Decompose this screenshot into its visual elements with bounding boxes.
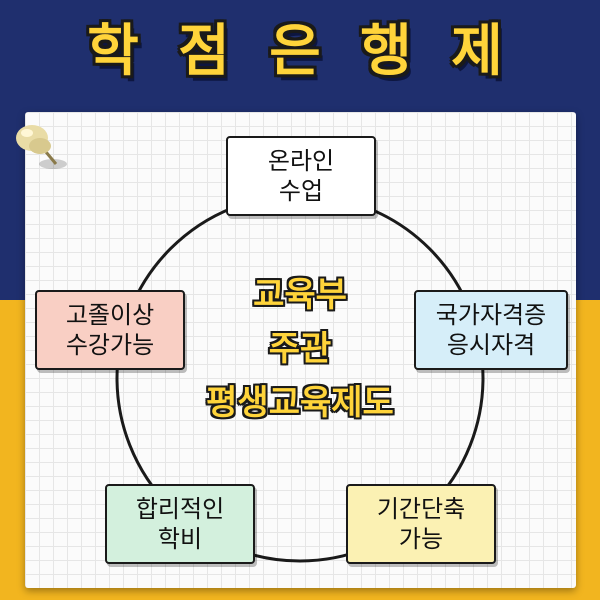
push-pin-icon — [16, 125, 67, 169]
node-label: 기간단축 — [376, 495, 466, 523]
node-online-class: 온라인 수업 — [226, 136, 376, 216]
node-highschool-eligible: 고졸이상 수강가능 — [35, 290, 185, 370]
node-label: 학비 — [157, 525, 203, 553]
node-label: 수업 — [278, 177, 324, 205]
node-label: 국가자격증 — [435, 301, 547, 329]
node-label: 합리적인 — [135, 495, 225, 523]
node-national-certificate: 국가자격증 응시자격 — [414, 290, 568, 370]
node-label: 고졸이상 — [65, 301, 155, 329]
center-line: 교육부 — [253, 275, 347, 315]
node-shortened-period: 기간단축 가능 — [346, 484, 496, 564]
node-reasonable-tuition: 합리적인 학비 — [105, 484, 255, 564]
node-label: 수강가능 — [65, 331, 155, 359]
node-label: 온라인 — [267, 147, 335, 175]
center-line: 주관 — [268, 329, 332, 369]
node-label: 가능 — [398, 525, 444, 553]
node-label: 응시자격 — [446, 331, 536, 359]
page-title: 학 점 은 행 제 — [87, 19, 513, 84]
center-label: 교육부 주관 평생교육제도 — [180, 268, 420, 430]
center-line: 평생교육제도 — [206, 383, 394, 423]
